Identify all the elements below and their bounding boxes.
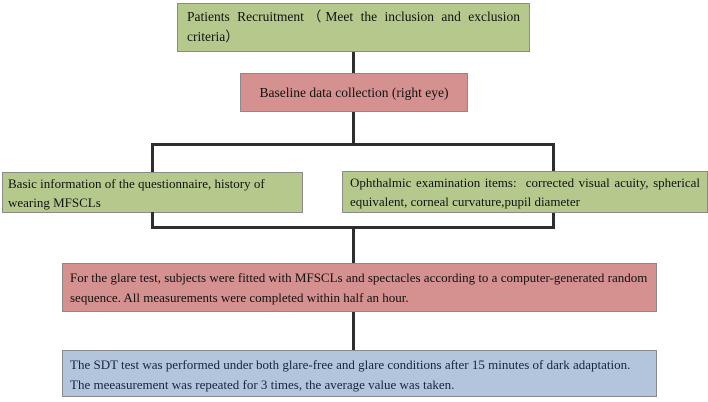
node-patients-recruitment: Patients Recruitment（Meet the inclusion … — [177, 3, 530, 52]
connector-recruitment-to-baseline — [352, 52, 355, 73]
node-ophthalmic-examination-items: Ophthalmic examination items: corrected … — [342, 171, 708, 213]
node-sdt-test-procedure: The SDT test was performed under both gl… — [62, 350, 657, 397]
connector-questionnaire-to-merge — [151, 212, 154, 229]
connector-ophthalmic-to-merge — [552, 213, 555, 229]
connector-branch-to-questionnaire — [151, 143, 154, 172]
connector-branch-horizontal — [151, 143, 555, 146]
node-baseline-data-collection: Baseline data collection (right eye) — [240, 73, 468, 112]
node-glare-test-procedure: For the glare test, subjects were fitted… — [62, 263, 657, 312]
connector-merge-to-glare — [352, 226, 355, 263]
connector-baseline-to-branch — [352, 112, 355, 144]
node-questionnaire-basic-information: Basic information of the questionnaire, … — [2, 172, 303, 213]
connector-glare-to-sdt — [352, 312, 355, 350]
connector-branch-to-ophthalmic — [552, 143, 555, 171]
